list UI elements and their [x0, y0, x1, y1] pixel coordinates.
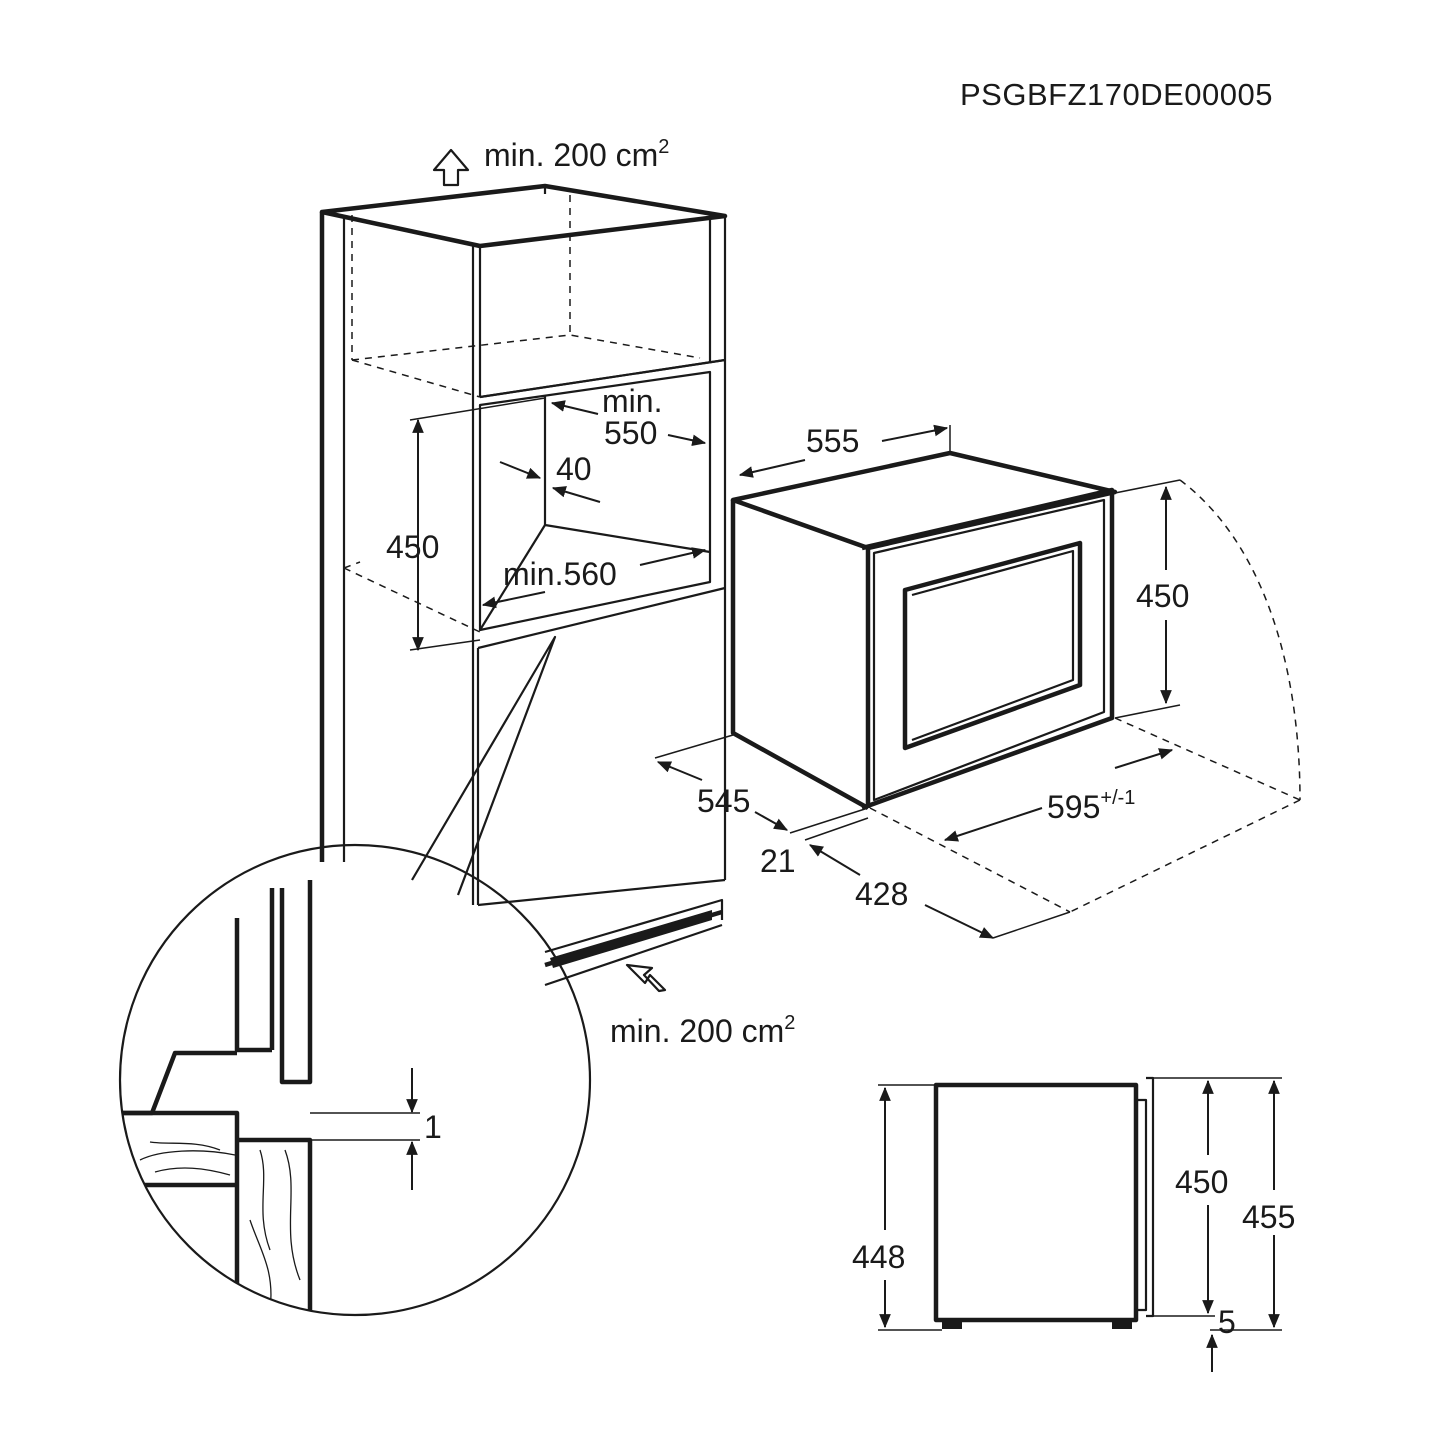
side-view: 448 450 455 5 — [852, 1076, 1295, 1372]
svg-text:min. 200 cm2: min. 200 cm2 — [484, 136, 669, 173]
appliance-width-label: 595 — [1047, 789, 1100, 825]
niche-gap-label: 40 — [556, 451, 592, 487]
arrow-up-icon — [432, 148, 470, 187]
niche-min-depth-value: 550 — [604, 415, 657, 451]
niche-height-label: 450 — [386, 529, 439, 565]
side-foot-label: 5 — [1218, 1304, 1236, 1340]
door-swing-label: 428 — [855, 876, 908, 912]
appliance-total-depth-label: 545 — [697, 783, 750, 819]
product-code: PSGBFZ170DE00005 — [960, 77, 1273, 112]
ventilation-bottom: min. 200 cm2 — [610, 963, 795, 1049]
arrow-diagonal-icon — [625, 963, 667, 993]
side-body-height-label: 448 — [852, 1239, 905, 1275]
niche-dimensions: 450 min. 550 40 min.560 — [386, 383, 707, 652]
niche-min-word: min. — [602, 383, 662, 419]
svg-text:595+/-1: 595+/-1 — [1047, 787, 1135, 825]
svg-text:min. 200 cm2: min. 200 cm2 — [610, 1012, 795, 1049]
detail-callout: 1 — [118, 635, 592, 1317]
side-total-height-label: 455 — [1242, 1199, 1295, 1235]
niche-min-width-label: min.560 — [503, 556, 617, 592]
appliance-depth-label: 555 — [806, 423, 859, 459]
ventilation-bottom-sup: 2 — [784, 1012, 795, 1034]
appliance-perspective: 555 450 545 21 428 595+/-1 — [654, 423, 1301, 939]
appliance-width-tolerance: +/-1 — [1100, 787, 1135, 809]
door-thickness-label: 21 — [760, 843, 796, 879]
detail-gap-label: 1 — [424, 1109, 442, 1145]
side-front-height-label: 450 — [1175, 1164, 1228, 1200]
tall-cabinet — [319, 183, 728, 987]
ventilation-top: min. 200 cm2 — [432, 136, 669, 187]
ventilation-top-sup: 2 — [658, 136, 669, 158]
appliance-height-label: 450 — [1136, 578, 1189, 614]
ventilation-bottom-label: min. 200 cm — [610, 1013, 784, 1049]
ventilation-top-label: min. 200 cm — [484, 137, 658, 173]
